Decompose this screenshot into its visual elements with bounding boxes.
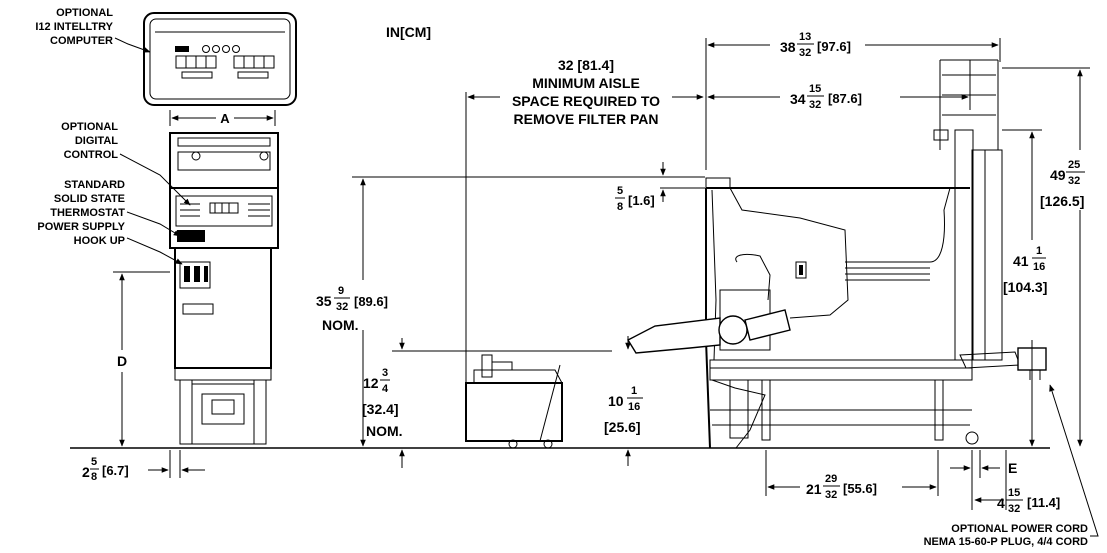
side-view: IN[CM] 32 [81.4] MINIMUM AISLE SPACE REQ… [316, 24, 1099, 548]
h12-num: 3 [382, 367, 388, 379]
h12-cm: [32.4] [362, 401, 399, 417]
digital-label-3: CONTROL [64, 149, 119, 161]
h58-den: 8 [617, 201, 623, 213]
w21-num: 29 [825, 473, 837, 485]
w21-whole: 21 [806, 481, 822, 497]
h49-cm: [126.5] [1040, 193, 1084, 209]
w34-den: 32 [809, 99, 821, 111]
h58-num: 5 [617, 185, 623, 197]
thermostat-label-2: SOLID STATE [54, 193, 125, 205]
w4-cm: [11.4] [1027, 495, 1060, 510]
power-label-1: POWER SUPPLY [37, 221, 125, 233]
h49-whole: 49 [1050, 167, 1066, 183]
h41-den: 16 [1033, 261, 1045, 273]
dim-a-label: A [220, 111, 230, 126]
digital-label-2: DIGITAL [75, 135, 118, 147]
h35-num: 9 [338, 285, 344, 297]
h58-cm: [1.6] [628, 193, 655, 208]
aisle-line-1: 32 [81.4] [558, 57, 614, 73]
w38-num: 13 [799, 31, 811, 43]
dim-e-label: E [1008, 460, 1017, 476]
w34-whole: 34 [790, 91, 806, 107]
h12-nom: NOM. [366, 423, 403, 439]
h35-den: 32 [336, 301, 348, 313]
digital-label-1: OPTIONAL [61, 121, 118, 133]
dim-d-label: D [117, 353, 127, 369]
thermostat-label-1: STANDARD [64, 179, 125, 191]
h12-whole: 12 [363, 375, 379, 391]
dim-side-whole: 2 [82, 464, 90, 480]
power-label-2: HOOK UP [74, 235, 125, 247]
computer-label-2: I12 INTELLTRY [35, 21, 113, 33]
h41-cm: [104.3] [1003, 279, 1047, 295]
aisle-line-2: MINIMUM AISLE [532, 75, 640, 91]
aisle-line-4: REMOVE FILTER PAN [514, 111, 659, 127]
cord-label-2: NEMA 15-60-P PLUG, 4/4 CORD [924, 536, 1088, 548]
aisle-line-3: SPACE REQUIRED TO [512, 93, 660, 109]
front-view: A OPTI [35, 7, 297, 483]
h49-den: 32 [1068, 175, 1080, 187]
h10-cm: [25.6] [604, 419, 641, 435]
computer-label-1: OPTIONAL [56, 7, 113, 19]
thermostat-label-3: THERMOSTAT [50, 207, 125, 219]
dim-side-num: 5 [91, 456, 97, 468]
h35-cm: [89.6] [354, 294, 388, 309]
h35-nom: NOM. [322, 317, 359, 333]
dim-side-cm: [6.7] [102, 463, 129, 478]
h41-whole: 41 [1013, 253, 1029, 269]
w38-whole: 38 [780, 39, 796, 55]
h12-den: 4 [382, 383, 389, 395]
w4-num: 15 [1008, 487, 1020, 499]
h49-num: 25 [1068, 159, 1080, 171]
h10-num: 1 [631, 385, 637, 397]
computer-label-3: COMPUTER [50, 35, 113, 47]
w38-cm: [97.6] [817, 39, 851, 54]
filter-pan [465, 354, 563, 449]
side-fryer-body [627, 59, 1047, 449]
h41-num: 1 [1036, 245, 1042, 257]
units-label: IN[CM] [386, 24, 431, 40]
dim-side-den: 8 [91, 471, 97, 483]
front-fryer-body [169, 132, 279, 445]
w21-den: 32 [825, 489, 837, 501]
w34-num: 15 [809, 83, 821, 95]
cord-label-1: OPTIONAL POWER CORD [951, 523, 1088, 535]
w34-cm: [87.6] [828, 91, 862, 106]
w4-den: 32 [1008, 503, 1020, 515]
computer-panel [143, 12, 297, 106]
w21-cm: [55.6] [843, 481, 877, 496]
h35-whole: 35 [316, 293, 332, 309]
w38-den: 32 [799, 47, 811, 59]
h10-whole: 10 [608, 393, 624, 409]
h10-den: 16 [628, 401, 640, 413]
w4-whole: 4 [997, 495, 1005, 511]
